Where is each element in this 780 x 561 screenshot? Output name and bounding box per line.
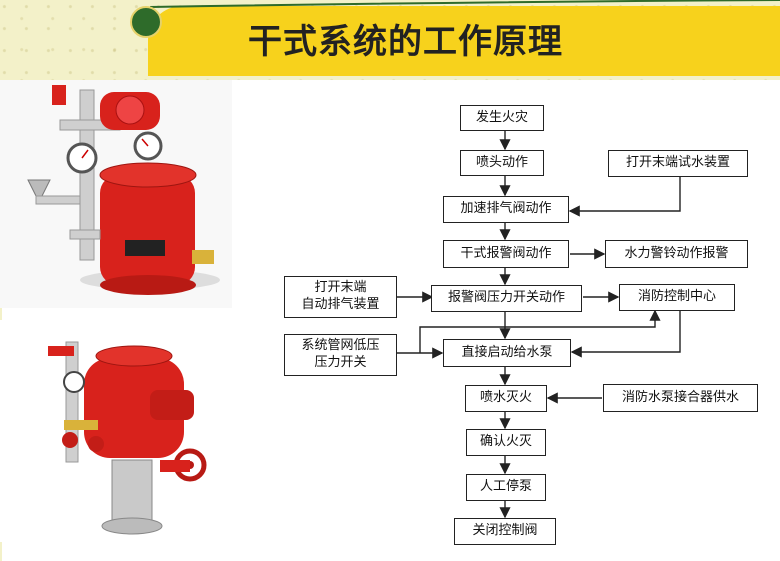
flow-side-pump-adapter: 消防水泵接合器供水 [603,384,758,412]
flow-node-pressure-switch: 报警阀压力开关动作 [431,285,582,312]
page-title: 干式系统的工作原理 [248,22,563,62]
flow-side-control-center: 消防控制中心 [619,284,735,311]
flow-left-auto-exhaust: 打开末端 自动排气装置 [284,276,397,318]
flow-node-confirm: 确认火灭 [466,429,546,456]
flow-node-exhauster: 加速排气阀动作 [443,196,569,223]
flow-left-auto-exhaust-line1: 打开末端 [314,280,367,296]
flow-left-low-pressure-line1: 系统管网低压 [301,338,380,354]
flow-node-start-pump: 直接启动给水泵 [443,339,571,367]
flow-node-sprinkler: 喷头动作 [460,150,544,176]
flow-left-low-pressure-line2: 压力开关 [314,355,367,370]
flow-node-fire: 发生火灾 [460,105,544,131]
dry-valve-photo-bottom [0,320,232,542]
top-decor-line [150,0,780,8]
flow-side-alarm-bell: 水力警铃动作报警 [605,240,748,268]
flow-left-low-pressure-switch: 系统管网低压 压力开关 [284,334,397,376]
flow-node-dry-valve: 干式报警阀动作 [443,240,569,268]
flow-node-stop-pump: 人工停泵 [466,474,546,501]
flow-node-spray: 喷水灭火 [465,385,547,412]
flow-side-test-device: 打开末端试水装置 [608,150,748,177]
title-banner [148,6,780,76]
flow-left-auto-exhaust-line2: 自动排气装置 [301,297,380,312]
flow-node-close-valve: 关闭控制阀 [454,518,556,545]
ornament-icon [130,6,162,38]
dry-valve-photo-top [0,80,232,308]
